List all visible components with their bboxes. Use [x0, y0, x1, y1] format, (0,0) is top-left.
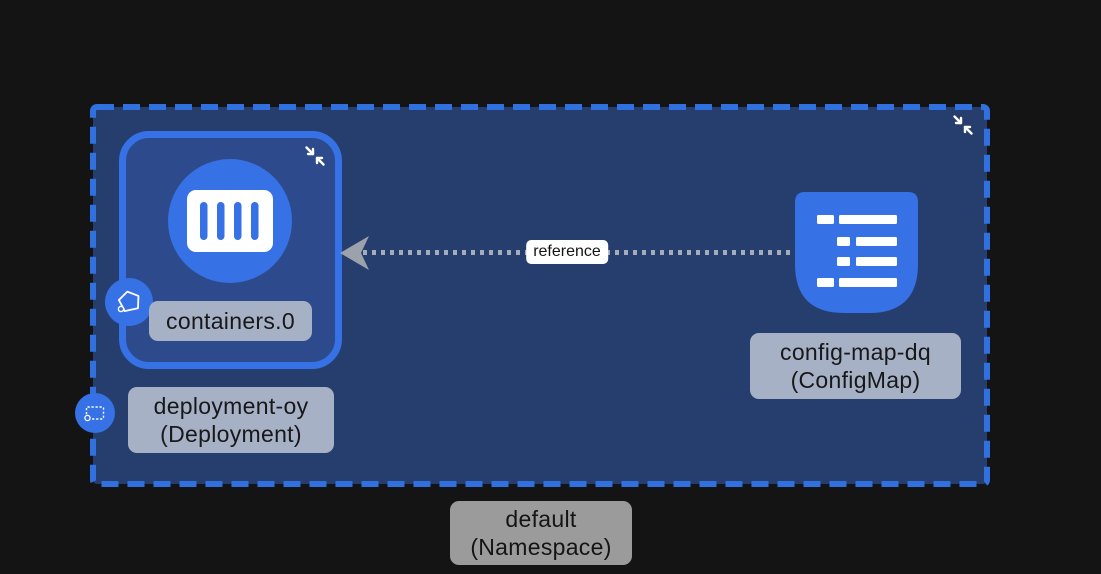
namespace-label: default (Namespace)	[450, 501, 632, 565]
edge-arrowhead-icon	[340, 236, 369, 270]
deployment-name: deployment-oy	[153, 393, 309, 419]
pod-badge-icon	[105, 278, 153, 326]
namespace-collapse-icon[interactable]	[950, 112, 976, 138]
deployment-badge-icon	[75, 393, 115, 433]
configmap-node[interactable]	[795, 192, 918, 313]
deployment-node[interactable]: containers.0	[105, 131, 342, 369]
container-name: containers.0	[166, 308, 295, 334]
configmap-list-icon	[817, 215, 897, 287]
deployment-label: deployment-oy (Deployment)	[128, 387, 334, 453]
container-node[interactable]	[168, 159, 292, 283]
namespace-name: default	[505, 506, 577, 532]
edge-label: reference	[526, 240, 608, 264]
namespace-kind: (Namespace)	[470, 534, 612, 560]
configmap-kind: (ConfigMap)	[790, 367, 921, 393]
deployment-kind: (Deployment)	[160, 421, 302, 447]
container-icon	[187, 190, 273, 252]
deployment-collapse-icon[interactable]	[302, 143, 328, 169]
configmap-name: config-map-dq	[780, 339, 931, 365]
configmap-label: config-map-dq (ConfigMap)	[750, 333, 961, 399]
namespace-group-node[interactable]: containers.0 deployment-oy (Deployment) …	[75, 104, 990, 487]
container-label: containers.0	[149, 301, 312, 341]
